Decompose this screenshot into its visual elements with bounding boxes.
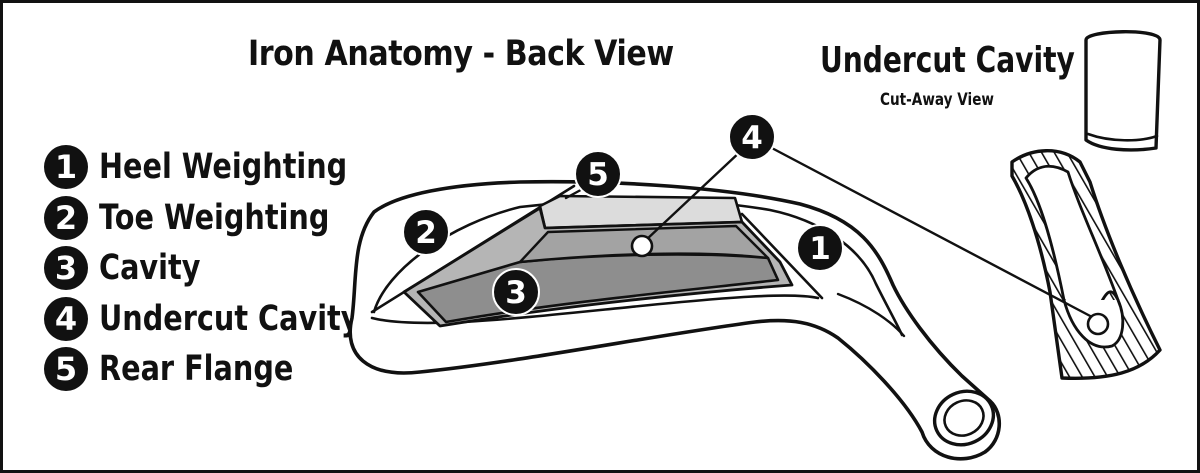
iron-sole-line	[370, 294, 820, 325]
legend-label: Cavity	[99, 248, 201, 289]
marker-1-number: 1	[809, 231, 831, 267]
marker-4: 4	[728, 113, 776, 161]
leader-line-4-cavity	[644, 148, 744, 242]
marker-4-number: 4	[741, 120, 763, 156]
inset-title: Undercut Cavity	[820, 40, 1075, 81]
legend-item-toe-weighting: 2 Toe Weighting	[44, 193, 417, 244]
cutaway-hosel	[1084, 30, 1162, 152]
legend-item-heel-weighting: 1 Heel Weighting	[44, 142, 417, 193]
cutaway-hosel-band	[1086, 132, 1159, 142]
hosel-bore	[943, 399, 985, 437]
legend-item-rear-flange: 5 Rear Flange	[44, 344, 417, 395]
legend-number-badge: 5	[44, 347, 88, 392]
heel-edge	[740, 212, 824, 300]
diagram-title: Iron Anatomy - Back View	[248, 34, 674, 74]
hosel-crease	[836, 292, 906, 338]
marker-3-number: 3	[505, 275, 527, 311]
legend-item-cavity: 3 Cavity	[44, 243, 417, 294]
target-dot-cutaway	[1086, 312, 1110, 336]
cutaway-inset	[1010, 30, 1162, 380]
legend-label: Undercut Cavity	[99, 298, 360, 339]
marker-2: 2	[402, 208, 450, 256]
marker-2-number: 2	[415, 215, 437, 251]
marker-1: 1	[796, 224, 844, 272]
marker-3: 3	[492, 268, 540, 316]
legend-label: Heel Weighting	[99, 147, 348, 188]
marker-5: 5	[574, 150, 622, 198]
legend-number-badge: 4	[44, 296, 88, 341]
legend-label: Toe Weighting	[99, 197, 330, 238]
legend-label: Rear Flange	[99, 349, 294, 390]
legend-item-undercut-cavity: 4 Undercut Cavity	[44, 294, 417, 345]
leader-line-4-cutaway	[766, 144, 1096, 320]
legend-number-badge: 2	[44, 195, 88, 240]
legend-number-badge: 1	[44, 145, 88, 190]
legend: 1 Heel Weighting 2 Toe Weighting 3 Cavit…	[44, 142, 417, 395]
legend-number-badge: 3	[44, 246, 88, 291]
target-dot-cavity	[630, 234, 654, 258]
inset-caption: Cut-Away View	[880, 90, 994, 110]
marker-5-number: 5	[587, 157, 609, 193]
